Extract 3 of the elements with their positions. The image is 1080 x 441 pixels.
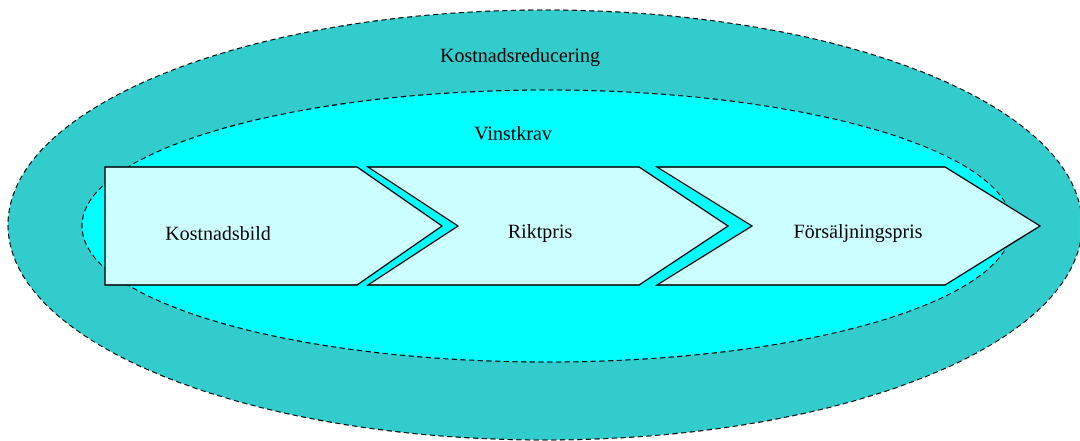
chevron-box: Försäljningspris bbox=[654, 166, 1042, 286]
chevron-box: Kostnadsbild bbox=[104, 166, 444, 286]
chevron-box: Riktpris bbox=[365, 166, 730, 286]
